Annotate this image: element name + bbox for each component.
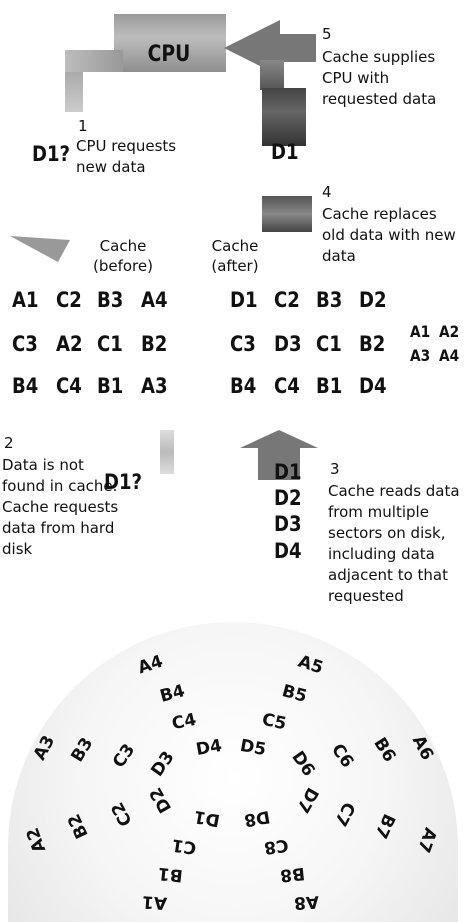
cache-after-cell: D3: [274, 332, 302, 356]
cache-before-cell: C1: [97, 332, 123, 356]
request-arrow: [65, 50, 123, 72]
step2-number: 2: [4, 434, 14, 452]
cache-before-cell: C3: [12, 332, 38, 356]
evicted-item: A4: [439, 346, 460, 365]
step5-number: 5: [322, 25, 332, 43]
evicted-item: A1: [410, 322, 431, 341]
step2-request: D1?: [104, 470, 143, 494]
step3-number: 3: [330, 460, 340, 478]
read-data-item: D2: [274, 486, 302, 510]
disk-sector-label: B8: [279, 862, 306, 886]
cache-after-cell: B3: [316, 288, 343, 312]
replace-block: [262, 196, 312, 232]
cache-after-label: Cache (after): [211, 237, 259, 275]
disk-sector-label: C1: [170, 834, 198, 858]
cache-after-cell: B2: [359, 332, 386, 356]
cache-before-label: Cache (before): [93, 237, 153, 275]
step2-text: Data is not found in cache. Cache reques…: [2, 456, 119, 558]
cache-before-cell: A4: [141, 288, 168, 312]
cache-after-cell: B4: [230, 374, 257, 398]
step1-request: D1?: [32, 142, 71, 166]
step4-text: Cache replaces old data with new data: [322, 205, 456, 265]
read-data-item: D3: [274, 512, 302, 536]
cache-before-cell: B1: [97, 374, 124, 398]
cache-before-cell: C4: [56, 374, 82, 398]
cache-after-cell: D1: [230, 288, 258, 312]
read-data-item: D1: [274, 460, 302, 484]
cache-arrow-icon: [10, 236, 70, 262]
disk-sector-label: A1: [141, 891, 168, 913]
cache-after-cell: C3: [230, 332, 256, 356]
cache-after-cell: B1: [316, 374, 343, 398]
cache-after-cell: C4: [274, 374, 300, 398]
step3-text: Cache reads data from multiple sectors o…: [328, 482, 460, 605]
cache-after-cell: C1: [316, 332, 342, 356]
disk-sector-label: C8: [262, 834, 290, 858]
evicted-item: A2: [439, 322, 460, 341]
supply-arrow-icon: [224, 20, 316, 76]
disk-sector-label: D1: [192, 805, 222, 831]
cpu-box: [114, 14, 226, 72]
cache-before-cell: B3: [97, 288, 124, 312]
cpu-label: CPU: [147, 42, 191, 67]
read-data-item: D4: [274, 539, 302, 563]
hard-disk: [8, 622, 458, 922]
cache-before-cell: B2: [141, 332, 168, 356]
supplied-data-block: [262, 88, 306, 146]
cache-after-cell: C2: [274, 288, 300, 312]
supply-arrow-down: [260, 60, 284, 90]
step1-text: CPU requests new data: [76, 137, 177, 176]
step5-text: Cache supplies CPU with requested data: [322, 48, 437, 108]
cache-before-cell: A3: [141, 374, 168, 398]
disk-sector-label: A8: [293, 891, 320, 913]
supplied-data: D1: [271, 140, 299, 164]
request-bar: [160, 430, 174, 474]
cache-before-cell: A1: [12, 288, 39, 312]
step1-number: 1: [78, 117, 88, 135]
cache-before-cell: A2: [56, 332, 83, 356]
step4-number: 4: [322, 183, 332, 201]
disk-sector-label: B1: [157, 862, 184, 886]
cache-after-cell: D2: [359, 288, 387, 312]
cache-after-cell: D4: [359, 374, 387, 398]
request-arrow-down: [65, 72, 83, 112]
evicted-item: A3: [410, 346, 431, 365]
cache-before-cell: B4: [12, 374, 39, 398]
disk-sector-label: D5: [238, 735, 268, 761]
cache-before-cell: C2: [56, 288, 82, 312]
read-arrow-icon: [240, 430, 318, 480]
